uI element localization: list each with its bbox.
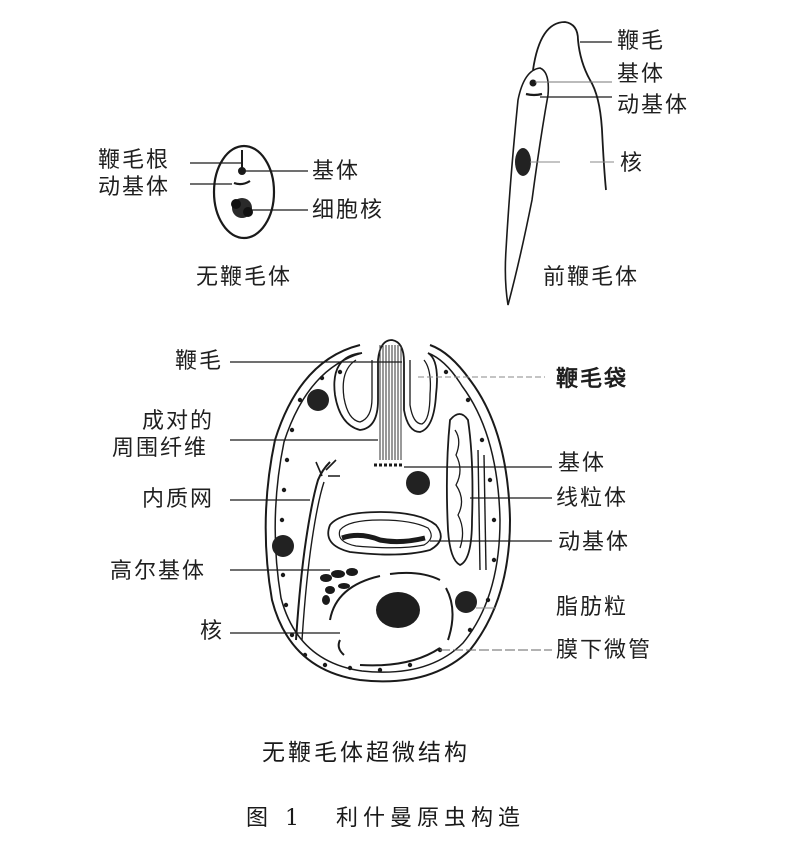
ultra-label-nucleus: 核 bbox=[200, 619, 225, 644]
promastigote-caption: 前鞭毛体 bbox=[543, 265, 640, 290]
figure-number: 图 1 bbox=[246, 806, 304, 831]
ultra-label-lipid-granule: 脂肪粒 bbox=[556, 595, 629, 620]
amastigote-label-flagellar-root: 鞭毛根 bbox=[98, 148, 171, 173]
ultrastructure-cell bbox=[230, 339, 552, 683]
ultra-label-kinetoplast: 动基体 bbox=[558, 530, 631, 555]
amastigote-caption: 无鞭毛体 bbox=[196, 265, 293, 290]
figure-title: 利什曼原虫构造 bbox=[336, 806, 526, 831]
amastigote-cell bbox=[190, 144, 308, 240]
ultrastructure-caption: 无鞭毛体超微结构 bbox=[262, 740, 470, 766]
ultra-label-flagellar-pocket: 鞭毛袋 bbox=[556, 367, 629, 392]
amastigote-label-nucleus: 细胞核 bbox=[312, 198, 385, 223]
promastigote-cell bbox=[504, 21, 614, 306]
promastigote-label-kinetoplast: 动基体 bbox=[617, 93, 690, 118]
ultra-label-golgi: 高尔基体 bbox=[110, 559, 207, 584]
ultra-label-paired-fibers-line1: 成对的 bbox=[142, 409, 215, 434]
ultra-label-flagellum: 鞭毛 bbox=[175, 349, 224, 374]
promastigote-label-flagellum: 鞭毛 bbox=[617, 29, 666, 54]
ultra-label-basal-body: 基体 bbox=[558, 451, 607, 476]
promastigote-label-nucleus: 核 bbox=[620, 151, 645, 176]
promastigote-label-basal-body: 基体 bbox=[617, 62, 666, 87]
ultra-label-mitochondrion: 线粒体 bbox=[556, 486, 629, 511]
ultra-label-subpellicular-microtubules: 膜下微管 bbox=[556, 638, 653, 663]
amastigote-label-basal-body: 基体 bbox=[312, 159, 361, 184]
ultra-label-paired-fibers-line2: 周围纤维 bbox=[112, 436, 209, 461]
amastigote-label-kinetoplast: 动基体 bbox=[98, 175, 171, 200]
ultra-label-er: 内质网 bbox=[142, 487, 215, 512]
